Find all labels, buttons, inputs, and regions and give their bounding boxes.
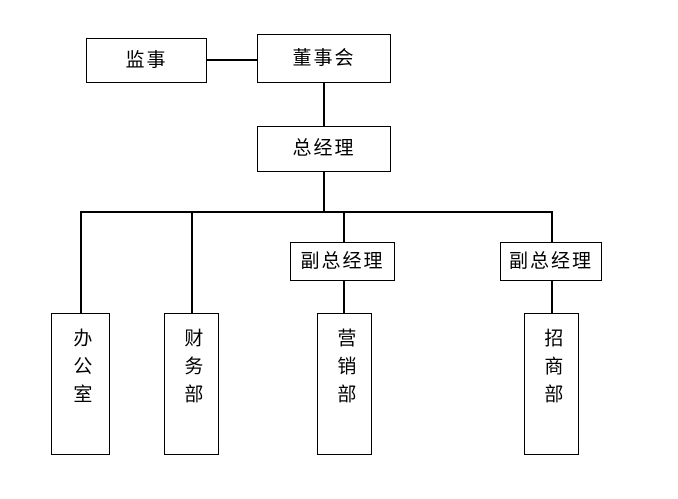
node-deputy-manager-right-label: 副总经理 <box>508 249 593 272</box>
node-general-manager-label: 总经理 <box>292 137 356 160</box>
connector-distribution-bar <box>80 211 552 213</box>
node-board[interactable]: 董事会 <box>257 34 391 83</box>
node-marketing[interactable]: 营销部 <box>317 313 372 455</box>
connector-deputy-left-to-marketing <box>343 281 345 313</box>
node-investment[interactable]: 招商部 <box>524 313 579 455</box>
connector-general-manager-drop <box>323 172 325 212</box>
node-supervisor[interactable]: 监事 <box>86 38 207 83</box>
node-deputy-manager-left[interactable]: 副总经理 <box>290 242 395 281</box>
connector-bar-to-finance <box>191 211 193 313</box>
node-office-label: 办公室 <box>70 328 93 412</box>
node-board-label: 董事会 <box>292 46 356 69</box>
node-investment-label: 招商部 <box>541 328 564 412</box>
node-supervisor-label: 监事 <box>125 48 168 71</box>
connector-bar-to-deputy-left <box>343 211 345 242</box>
node-marketing-label: 营销部 <box>334 328 357 412</box>
connector-board-general-manager <box>323 83 325 126</box>
node-deputy-manager-left-label: 副总经理 <box>300 249 385 272</box>
connector-bar-to-deputy-right <box>551 211 553 242</box>
node-finance-label: 财务部 <box>181 328 204 412</box>
node-general-manager[interactable]: 总经理 <box>257 126 391 172</box>
node-deputy-manager-right[interactable]: 副总经理 <box>500 242 602 281</box>
connector-supervisor-board <box>207 59 257 61</box>
connector-bar-to-office <box>80 211 82 313</box>
node-office[interactable]: 办公室 <box>51 313 110 455</box>
connector-deputy-right-to-investment <box>551 281 553 313</box>
node-finance[interactable]: 财务部 <box>164 313 219 455</box>
